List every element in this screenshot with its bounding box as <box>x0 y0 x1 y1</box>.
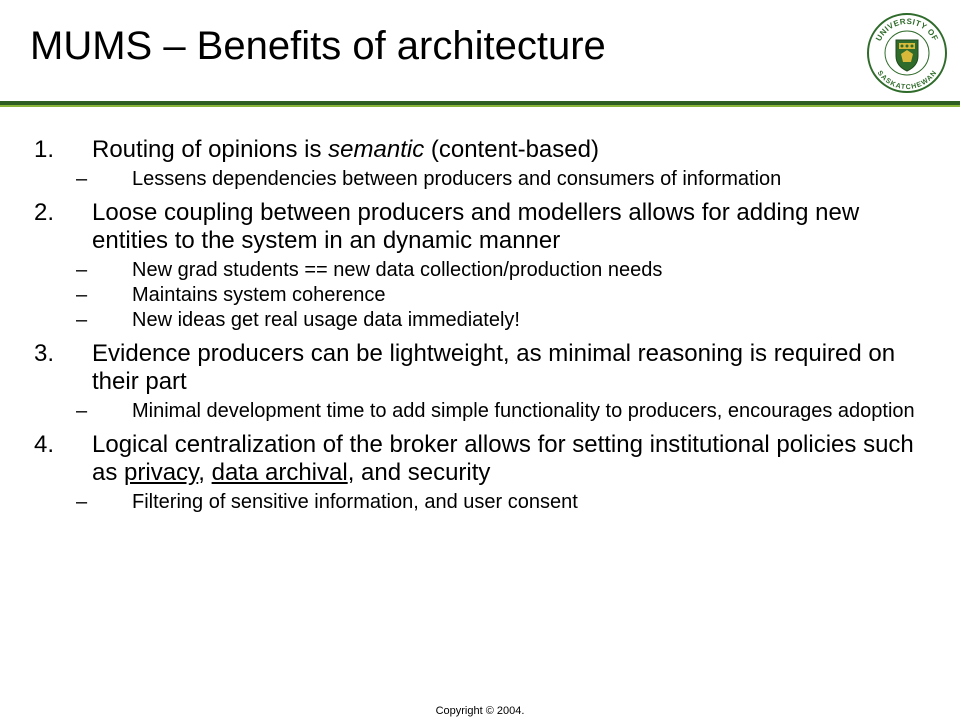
item-number: 1. <box>34 136 55 163</box>
slide-title: MUMS – Benefits of architecture <box>30 24 606 68</box>
sub-item-dash: – <box>76 168 88 190</box>
sub-item-text: Maintains system coherence <box>132 284 386 306</box>
data-archival-link[interactable]: data archival <box>211 459 348 486</box>
sub-item-dash: – <box>76 259 88 281</box>
copyright-footer: Copyright © 2004. <box>435 705 525 717</box>
item-number: 2. <box>34 199 55 226</box>
bullet-list: 1. Routing of opinions is semantic (cont… <box>0 136 960 512</box>
sub-item-dash: – <box>76 400 88 422</box>
sub-item-text: Minimal development time to add simple f… <box>132 400 915 422</box>
item-text: Evidence producers can be lightweight, a… <box>92 340 896 395</box>
sub-item-text: New grad students == new data collection… <box>132 259 663 281</box>
sub-item-dash: – <box>76 491 88 513</box>
list-item: 3. Evidence producers can be lightweight… <box>0 340 960 421</box>
list-item: 4. Logical centralization of the broker … <box>0 431 960 512</box>
list-item: 1. Routing of opinions is semantic (cont… <box>0 136 960 189</box>
sub-item: – Minimal development time to add simple… <box>0 401 960 421</box>
sub-item-text: Lessens dependencies between producers a… <box>132 168 782 190</box>
sub-item: – Lessens dependencies between producers… <box>0 169 960 189</box>
sub-item: – New grad students == new data collecti… <box>0 260 960 280</box>
sub-item: – Maintains system coherence <box>0 285 960 305</box>
item-text: Routing of opinions is semantic (content… <box>92 136 599 163</box>
sub-item: – New ideas get real usage data immediat… <box>0 310 960 330</box>
shield-icon <box>895 39 919 72</box>
title-rule-dark <box>0 101 960 105</box>
sub-item: – Filtering of sensitive information, an… <box>0 492 960 512</box>
item-number: 4. <box>34 431 55 458</box>
emphasis-text: semantic <box>328 136 425 163</box>
item-text: Loose coupling between producers and mod… <box>92 199 860 254</box>
sub-item-text: Filtering of sensitive information, and … <box>132 491 578 513</box>
privacy-link[interactable]: privacy <box>124 459 199 486</box>
university-crest-logo: UNIVERSITY OF SASKATCHEWAN <box>867 13 947 93</box>
sub-item-dash: – <box>76 284 88 306</box>
sub-item-text: New ideas get real usage data immediatel… <box>132 309 520 331</box>
list-item: 2. Loose coupling between producers and … <box>0 199 960 330</box>
sub-item-dash: – <box>76 309 88 331</box>
item-number: 3. <box>34 340 55 367</box>
item-text: Logical centralization of the broker all… <box>92 431 914 486</box>
title-rule-light <box>0 105 960 107</box>
